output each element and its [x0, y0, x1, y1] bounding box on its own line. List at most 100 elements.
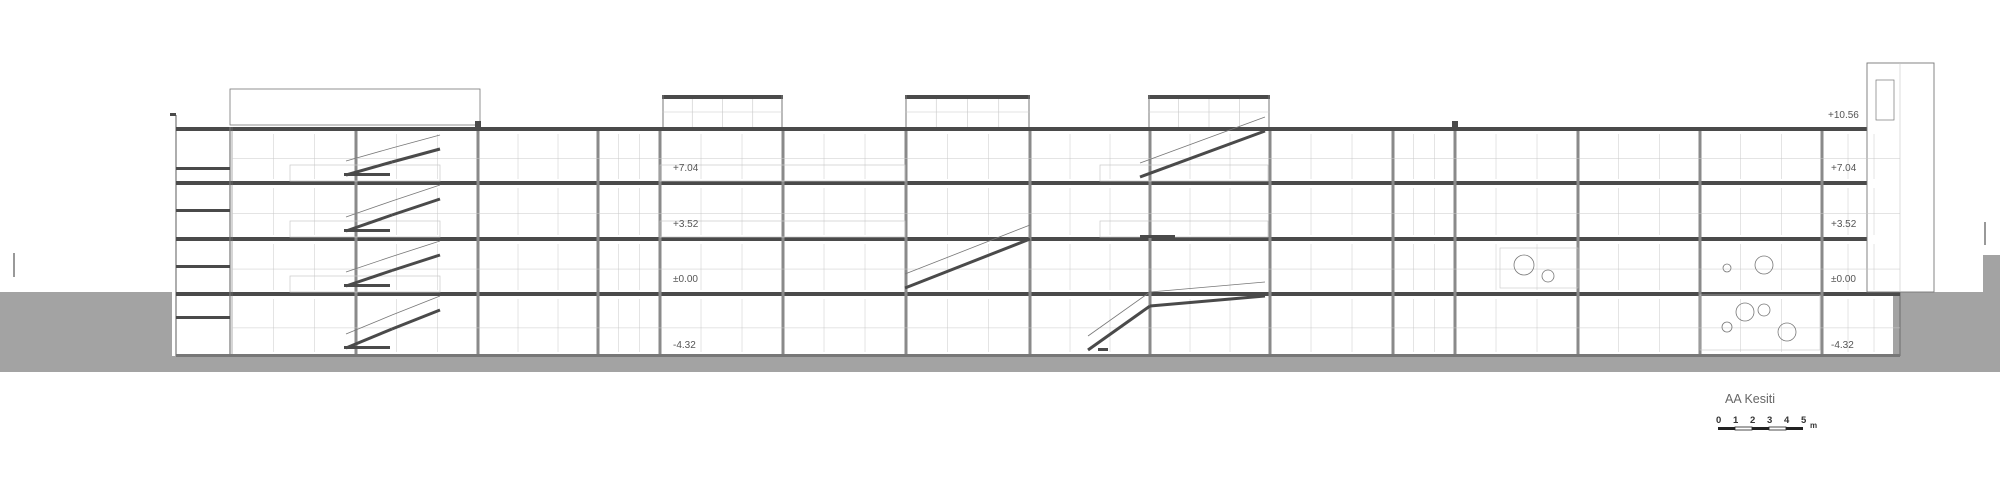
- rail-f0-left: [289, 275, 441, 293]
- round-window-5: [1721, 321, 1733, 333]
- core-landing-2: [176, 265, 230, 268]
- scale-tick-3: 3: [1767, 415, 1772, 426]
- core-landing-0: [176, 167, 230, 170]
- ground-strip: [1893, 292, 1902, 372]
- core-landing-1: [176, 209, 230, 212]
- column-7: [1148, 131, 1152, 354]
- scale-tick-1: 1: [1733, 415, 1739, 426]
- column-6: [1028, 131, 1032, 354]
- left-stair-down-3-rail: [345, 314, 393, 335]
- lantern-roof-0: [662, 95, 783, 99]
- level-right-ground: ±0.00: [1831, 274, 1856, 285]
- left-stair-up-3: [391, 308, 441, 331]
- column-10: [1453, 131, 1457, 354]
- atrium-stair-2: [904, 237, 1031, 290]
- round-window-6: [1777, 322, 1797, 342]
- left-stair-up-1: [391, 197, 441, 217]
- round-window-2: [1722, 263, 1732, 273]
- ground-left: [0, 292, 172, 372]
- rail-f2-left: [289, 164, 441, 182]
- left-stair-up-0-rail: [391, 134, 441, 149]
- level-right-roof: +10.56: [1828, 110, 1859, 121]
- room-box-2: [1499, 247, 1579, 289]
- left-stair-down-1-rail: [345, 200, 393, 218]
- left-stair-up-2-rail: [391, 240, 441, 257]
- lamp-posts: [13, 222, 1986, 277]
- floor-slab-3: [176, 292, 1900, 296]
- lantern-roof-2: [1148, 95, 1270, 99]
- level-right-floor1: +3.52: [1831, 219, 1857, 230]
- round-window-7: [1757, 303, 1771, 317]
- room-box-1: [1699, 294, 1821, 351]
- left-stair-down-2: [345, 269, 393, 288]
- column-8: [1268, 131, 1272, 354]
- left-stair-down-1: [345, 213, 393, 233]
- column-2: [596, 131, 600, 354]
- stair-tower-window: [1875, 79, 1895, 121]
- floor-slab-1: [176, 181, 1900, 185]
- level-left-ground: ±0.00: [673, 274, 698, 285]
- column-12: [1698, 131, 1702, 354]
- left-stair-landing-0: [344, 173, 390, 176]
- level-left-floor1: +3.52: [673, 219, 699, 230]
- scale-tick-5: 5: [1801, 415, 1807, 426]
- atrium-stair-3-rail: [1149, 281, 1266, 293]
- column-0: [354, 131, 358, 354]
- level-labels: +7.04 +3.52 ±0.00 -4.32 +10.56 +7.04 +3.…: [673, 110, 1859, 351]
- round-window-4: [1735, 302, 1755, 322]
- round-window-1: [1541, 269, 1555, 283]
- scale-unit: m: [1810, 421, 1817, 430]
- atrium-stair-2-rail: [904, 224, 1031, 275]
- rail-f1-b: [1099, 220, 1269, 238]
- left-stair-up-0: [391, 147, 441, 164]
- column-9: [1391, 131, 1395, 354]
- scale-tick-0: 0: [1716, 415, 1721, 426]
- rail-f2-a: [659, 164, 906, 182]
- level-right-floor2: +7.04: [1831, 163, 1857, 174]
- rail-f1-a: [659, 220, 906, 238]
- floor-slab-2: [176, 237, 1900, 241]
- left-stair-down-0-rail: [345, 147, 393, 162]
- basement-slab: [176, 354, 1900, 357]
- scale-bar: 0 1 2 3 4 5 m: [1716, 415, 1817, 431]
- left-parapet-cap: [170, 113, 176, 116]
- scale-seg-1: [1718, 427, 1735, 430]
- level-left-basement: -4.32: [673, 340, 696, 351]
- roof-plant: [229, 88, 481, 126]
- left-stair-landing-2: [344, 284, 390, 287]
- atrium-stair-3: [1149, 294, 1266, 308]
- scale-seg-4: [1768, 426, 1787, 431]
- floor-slab-0: [176, 127, 1900, 131]
- left-stair-down-0: [345, 160, 393, 177]
- column-1: [476, 131, 480, 354]
- column-4: [781, 131, 785, 354]
- left-stair-landing-1: [344, 229, 390, 232]
- column-5: [904, 131, 908, 354]
- left-stair-down-2-rail: [345, 256, 393, 273]
- left-stair-up-1-rail: [391, 184, 441, 202]
- atrium-stair-1: [1139, 129, 1266, 179]
- atrium-stair-4: [1087, 304, 1151, 352]
- left-stair-landing-3: [344, 346, 390, 349]
- column-3: [658, 131, 662, 354]
- scale-tick-4: 4: [1784, 415, 1790, 426]
- scale-seg-5: [1786, 427, 1803, 430]
- level-right-basement: -4.32: [1831, 340, 1854, 351]
- atrium-stair-4-rail: [1087, 291, 1151, 337]
- scale-seg-3: [1752, 427, 1769, 430]
- title-block: AA Kesiti 0 1 2 3 4 5 m: [1716, 392, 1817, 431]
- round-window-3: [1754, 255, 1774, 275]
- left-stair-up-3-rail: [391, 295, 441, 316]
- atrium-landing-1: [1140, 235, 1175, 238]
- rail-f1-left: [289, 220, 441, 238]
- atrium-stair-1-rail: [1139, 116, 1266, 164]
- round-window-0: [1513, 254, 1535, 276]
- basement-earth: [172, 356, 1902, 372]
- lantern-roof-1: [905, 95, 1030, 99]
- ground-right: [1902, 255, 2000, 372]
- scale-seg-2: [1734, 426, 1753, 431]
- parapet-marker-1: [1452, 121, 1458, 127]
- core-landing-3: [176, 316, 230, 319]
